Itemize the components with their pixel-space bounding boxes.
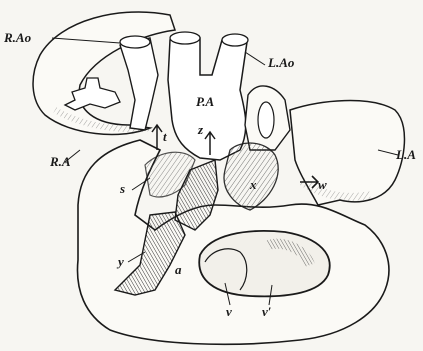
label-v-prime: v′ — [262, 305, 271, 318]
label-t: t — [163, 130, 167, 143]
label-w: w — [318, 178, 327, 191]
label-pa: P.A — [196, 95, 214, 108]
label-s: s — [120, 182, 125, 195]
label-rao: R.Ao — [4, 31, 31, 44]
label-v: v — [226, 305, 232, 318]
label-a: a — [175, 263, 182, 276]
label-la: L.A — [396, 148, 416, 161]
label-lao: L.Ao — [268, 56, 294, 69]
label-x: x — [250, 178, 257, 191]
label-ra: R.A — [50, 155, 71, 168]
right-aortic-branch — [120, 38, 158, 130]
label-z: z — [198, 123, 203, 136]
label-y: y — [118, 255, 124, 268]
